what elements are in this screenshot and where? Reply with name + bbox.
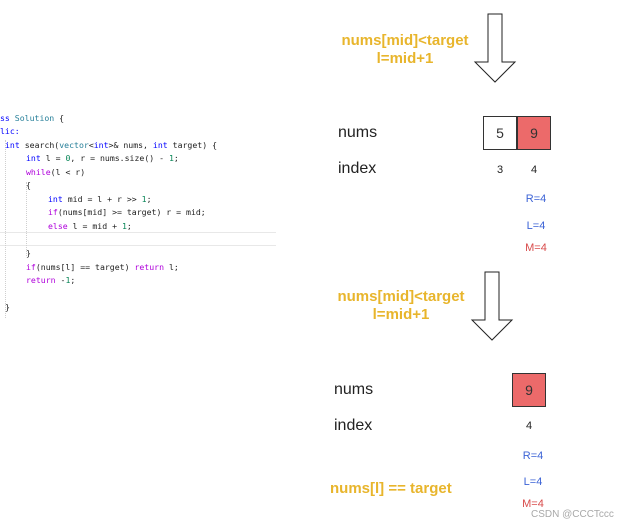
indent-guide xyxy=(5,140,6,318)
step1-caption: nums[mid]<target l=mid+1 xyxy=(330,32,480,68)
class-name: Solution xyxy=(14,113,55,123)
down-arrow-icon xyxy=(473,13,517,83)
step1-nums-label: nums xyxy=(338,124,378,141)
current-line-highlight xyxy=(0,232,276,246)
step1-condition: nums[mid]<target xyxy=(341,32,469,49)
step2-r-value: R=4 xyxy=(522,450,544,462)
down-arrow-icon xyxy=(470,271,514,341)
code-line-7: int mid = l + r >> 1; xyxy=(48,194,152,204)
step2-index-0: 4 xyxy=(525,420,533,432)
step2-l-value: L=4 xyxy=(523,476,543,488)
step2-index-label: index xyxy=(334,417,373,434)
code-line-8: if(nums[mid] >= target) r = mid; xyxy=(48,207,206,217)
code-line-9: else l = mid + 1; xyxy=(48,221,132,231)
code-line-4: int l = 0, r = nums.size() - 1; xyxy=(26,153,179,163)
watermark: CSDN @CCCTccc xyxy=(531,509,614,520)
step1-r-value: R=4 xyxy=(525,193,547,205)
step1-index-1: 4 xyxy=(530,164,538,176)
step2-nums-label: nums xyxy=(334,381,374,398)
step1-index-0: 3 xyxy=(496,164,504,176)
step1-m-value: M=4 xyxy=(525,242,547,254)
step2-cell-0: 9 xyxy=(512,373,546,407)
code-line-5: while(l < r) xyxy=(26,167,86,177)
step2-result: nums[l] == target xyxy=(330,480,452,497)
code-line-3: int search(vector<int>& nums, int target… xyxy=(5,140,218,150)
indent-guide xyxy=(26,182,27,256)
code-line-13: return -1; xyxy=(26,275,76,285)
step2-action: l=mid+1 xyxy=(372,306,430,323)
code-line-12: if(nums[l] == target) return l; xyxy=(26,262,179,272)
code-line-15: } xyxy=(5,302,10,312)
step2-caption: nums[mid]<target l=mid+1 xyxy=(326,288,476,324)
step1-index-label: index xyxy=(338,160,377,177)
code-line-2: lic: xyxy=(0,126,20,136)
step1-action: l=mid+1 xyxy=(376,50,434,67)
code-line-11: } xyxy=(26,248,31,258)
step2-m-value: M=4 xyxy=(522,498,544,510)
code-line-1: ss Solution { xyxy=(0,113,65,123)
step1-cell-0: 5 xyxy=(483,116,517,150)
step1-cell-1: 9 xyxy=(517,116,551,150)
step1-l-value: L=4 xyxy=(526,220,546,232)
code-line-6: { xyxy=(26,180,31,190)
step2-condition: nums[mid]<target xyxy=(337,288,465,305)
code-panel: ss Solution { lic: int search(vector<int… xyxy=(0,110,276,320)
